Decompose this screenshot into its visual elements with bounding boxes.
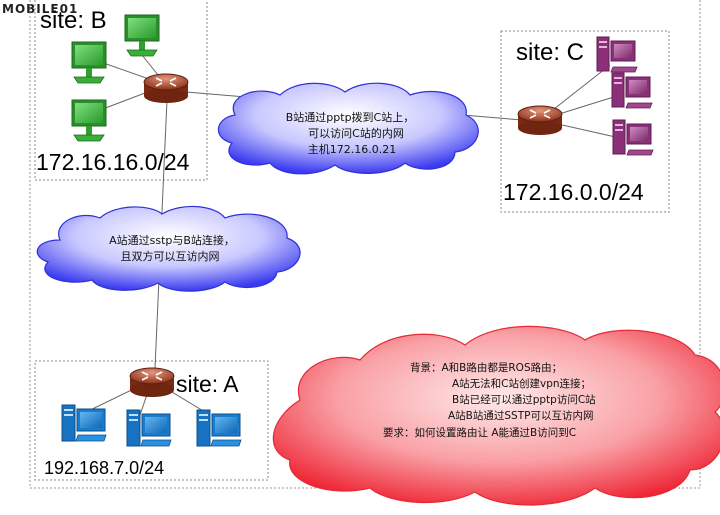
- pc-site-a-3: [196, 409, 242, 447]
- site-b-label: site: B: [40, 7, 107, 34]
- note-line-5: 要求：如何设置路由让 A能通过B访问到C: [383, 426, 576, 439]
- pc-site-a-2: [126, 409, 172, 447]
- pc-site-c-1: [596, 36, 638, 73]
- site-c-box: [500, 30, 670, 213]
- site-a-box: [34, 360, 269, 481]
- cloud-ab-line-2: 且双方可以互访内网: [121, 249, 220, 263]
- router-site-c: [517, 105, 563, 136]
- pc-site-c-2: [611, 72, 653, 109]
- cloud-note: [272, 325, 720, 506]
- cloud-bc-line-2: 可以访问C站的内网: [308, 126, 404, 140]
- pc-site-b-1: [124, 14, 160, 57]
- cloud-bc-line-3: 主机172.16.0.21: [308, 142, 396, 156]
- outer-boundary: [29, 0, 701, 489]
- cloud-a-to-b: [36, 205, 301, 292]
- note-line-4: A站B站通过SSTP可以互访内网: [448, 409, 593, 422]
- note-line-1: 背景：A和B路由都是ROS路由；: [410, 361, 562, 374]
- note-line-2: A站无法和C站创建vpn连接；: [452, 377, 591, 390]
- router-site-b: [143, 73, 189, 104]
- site-c-label: site: C: [516, 39, 584, 66]
- site-a-label: site: A: [176, 371, 239, 397]
- cloud-ab-line-1: A站通过sstp与B站连接，: [109, 233, 235, 247]
- pc-site-a-1: [61, 404, 107, 442]
- pc-site-c-3: [612, 119, 654, 156]
- note-line-3: B站已经可以通过pptp访问C站: [452, 393, 596, 406]
- pc-site-b-3: [71, 99, 107, 142]
- cloud-b-to-c: [217, 82, 479, 175]
- site-c-subnet: 172.16.0.0/24: [503, 179, 644, 205]
- pc-site-b-2: [71, 41, 107, 84]
- router-site-a: [129, 367, 175, 398]
- cloud-bc-line-1: B站通过pptp拨到C站上，: [286, 110, 415, 124]
- site-b-box: [34, 0, 208, 181]
- site-a-subnet: 192.168.7.0/24: [44, 458, 164, 478]
- watermark-logo: MOBILE01: [2, 2, 79, 16]
- site-b-subnet: 172.16.16.0/24: [36, 149, 190, 175]
